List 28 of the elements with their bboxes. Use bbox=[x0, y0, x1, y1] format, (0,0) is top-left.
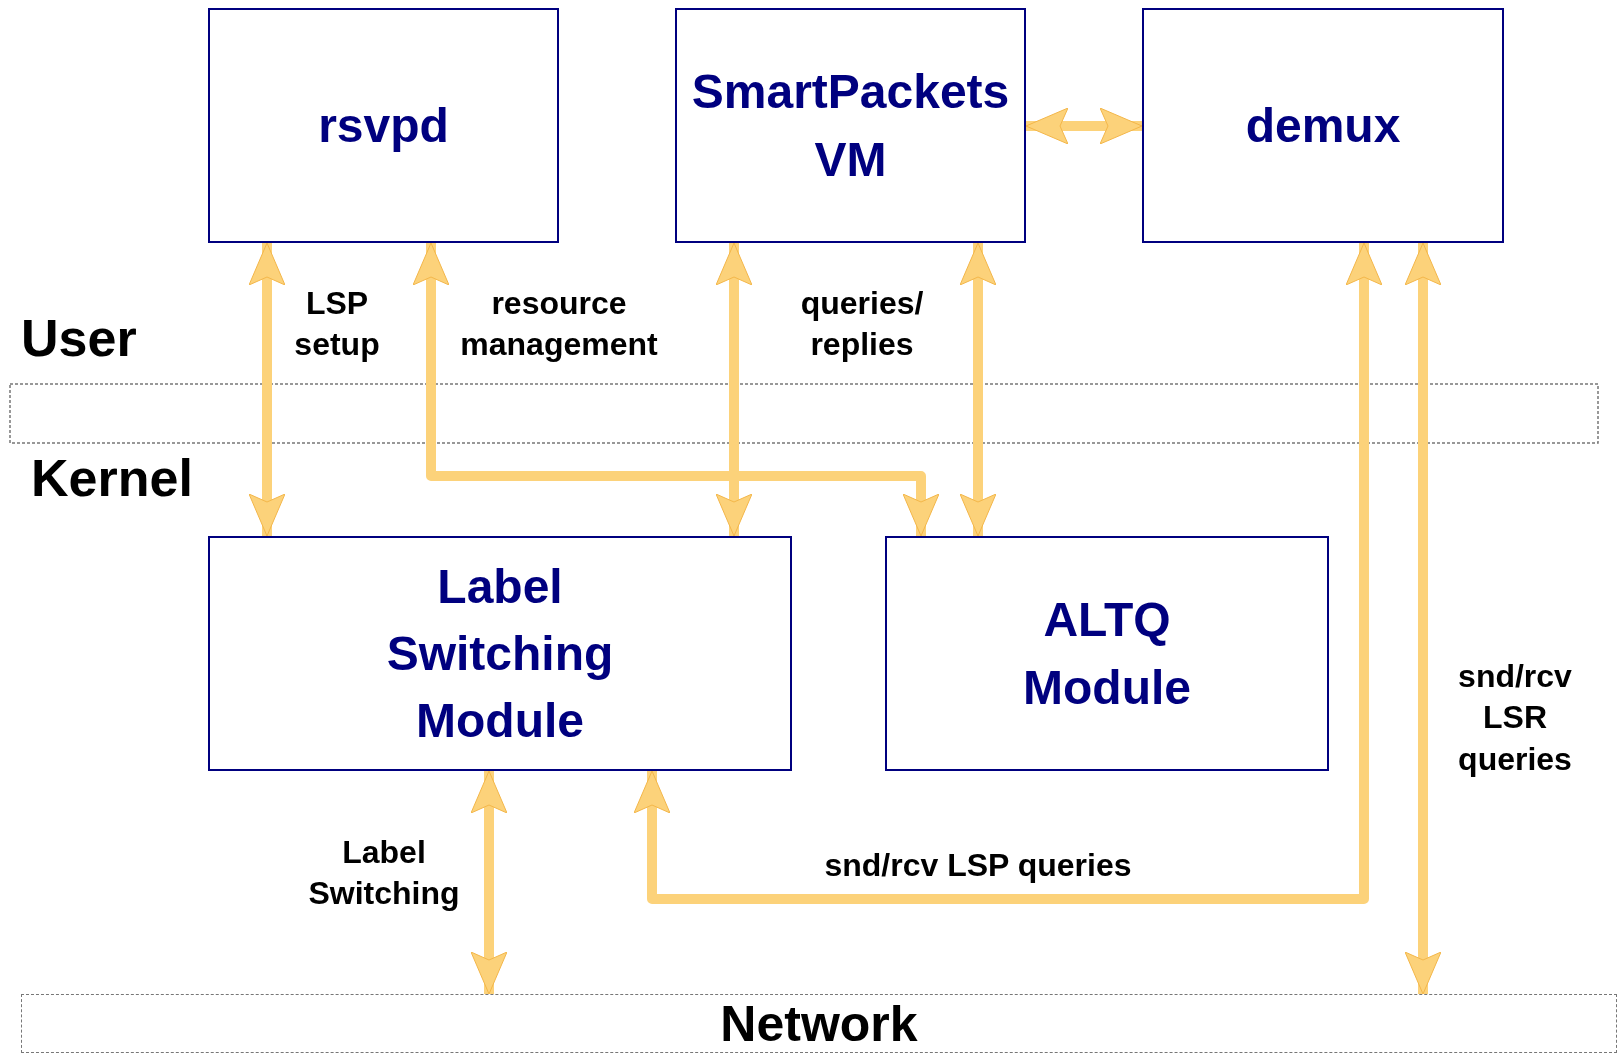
double-arrow bbox=[715, 242, 753, 537]
process-box bbox=[1142, 8, 1504, 243]
network-band bbox=[21, 994, 1617, 1053]
process-box bbox=[675, 8, 1026, 243]
double-arrow bbox=[412, 242, 940, 537]
double-arrow bbox=[633, 242, 1383, 904]
module-box bbox=[885, 536, 1329, 771]
box-label: SmartPackets VM bbox=[690, 64, 1011, 188]
double-arrow bbox=[1404, 242, 1442, 995]
edge-label: Label Switching bbox=[307, 832, 461, 914]
module-box bbox=[208, 536, 792, 771]
box-label: Label Switching Module bbox=[385, 558, 615, 750]
layer-label: Kernel bbox=[31, 448, 193, 508]
edge-label: LSP setup bbox=[293, 283, 381, 365]
process-box bbox=[208, 8, 559, 243]
layer-label: User bbox=[21, 308, 137, 368]
band-label: Network bbox=[720, 994, 918, 1053]
double-arrow bbox=[959, 242, 997, 537]
edge-label: snd/rcv LSR queries bbox=[1457, 656, 1573, 779]
double-arrow bbox=[248, 242, 286, 537]
double-arrow bbox=[1025, 107, 1143, 145]
double-arrow bbox=[470, 770, 508, 995]
box-label: demux bbox=[1245, 97, 1401, 154]
edge-label: resource management bbox=[459, 283, 659, 365]
edge-label: snd/rcv LSP queries bbox=[823, 846, 1133, 885]
edge-label: queries/ replies bbox=[799, 283, 925, 365]
box-label: rsvpd bbox=[318, 97, 449, 154]
box-label: ALTQ Module bbox=[1022, 592, 1192, 716]
